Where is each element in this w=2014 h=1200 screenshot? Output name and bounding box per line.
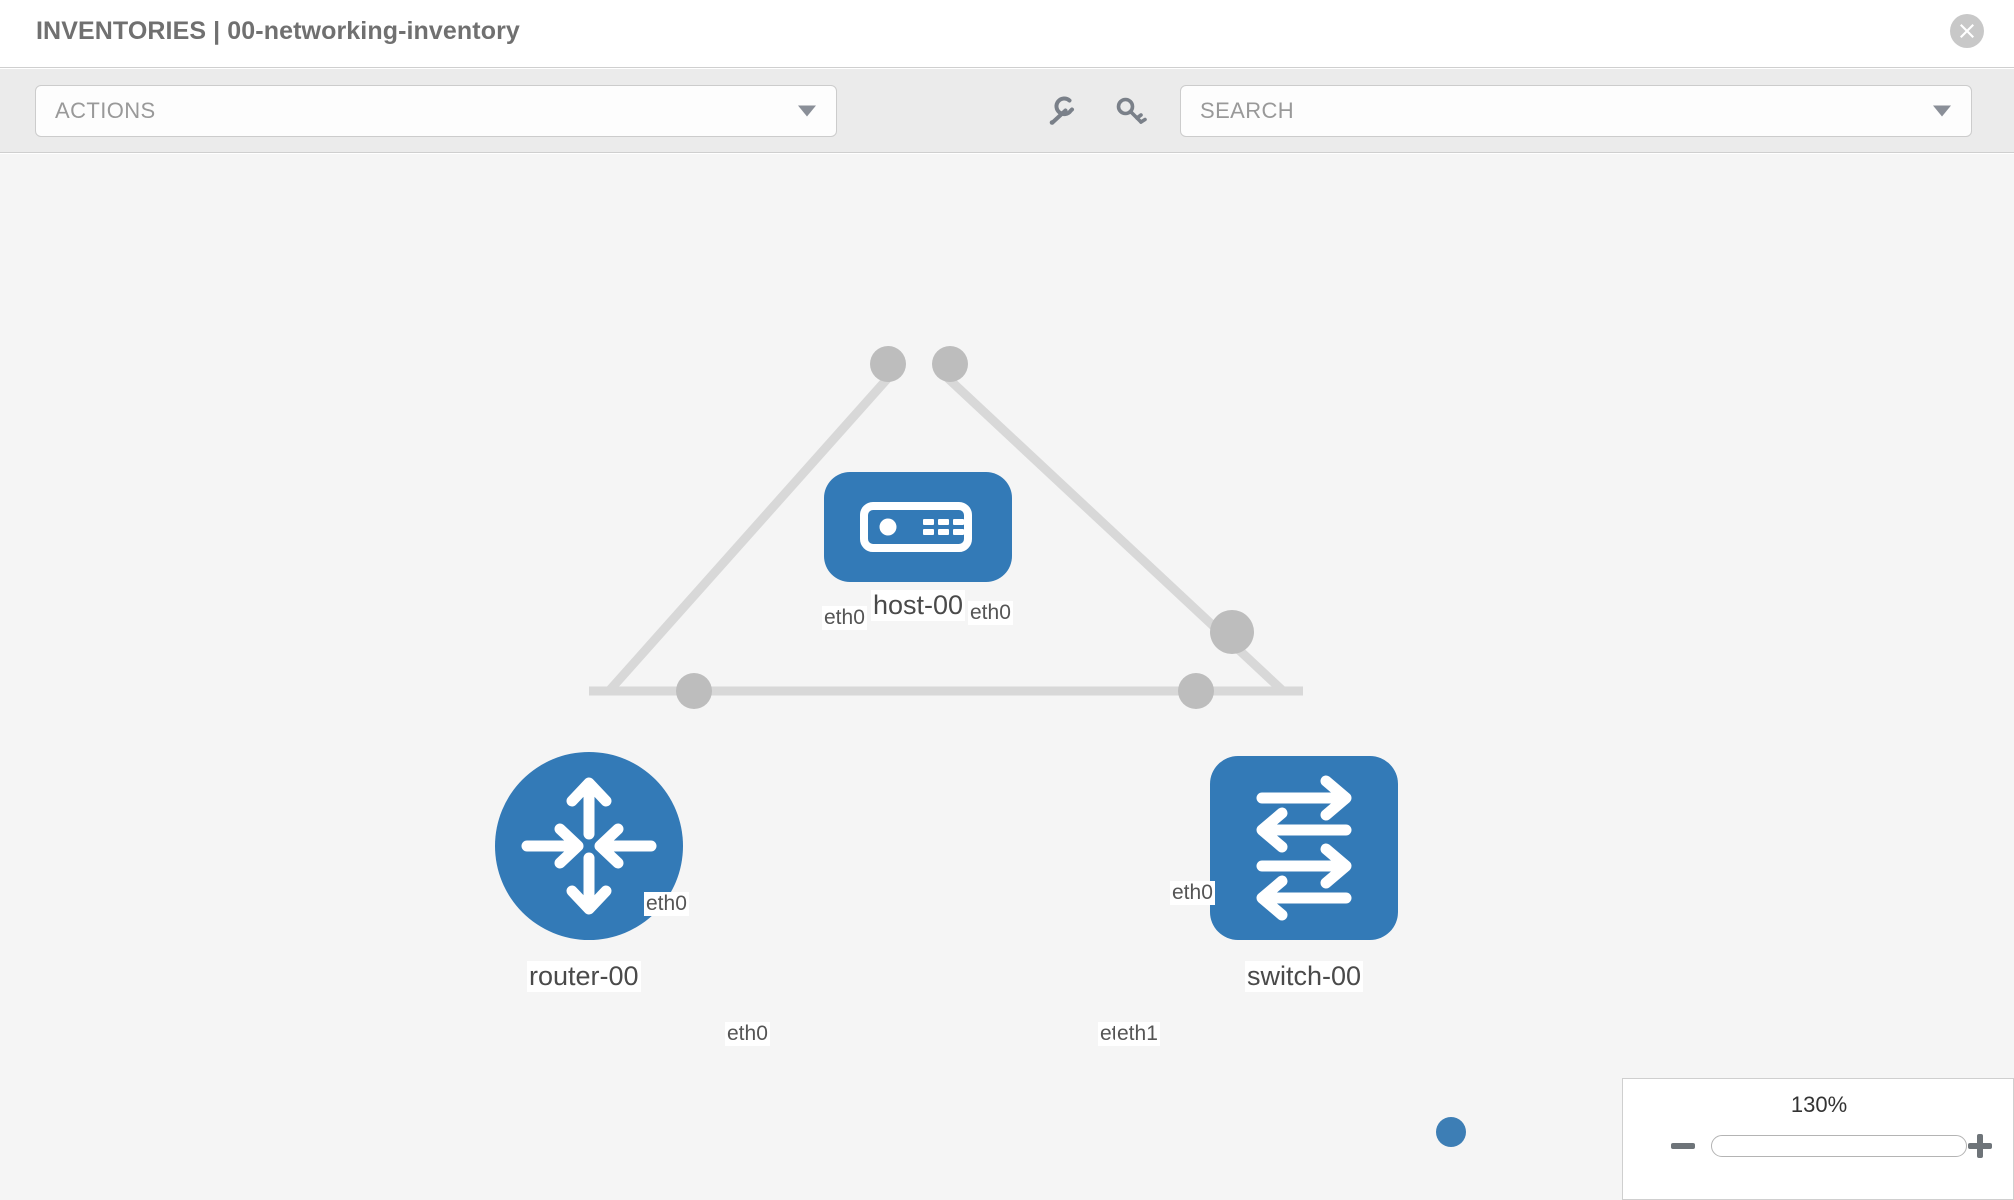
plus-icon[interactable]: [1965, 1131, 1995, 1161]
node-host-00: [824, 472, 1012, 582]
topology-ports: [676, 346, 1254, 709]
toolbar: ACTIONS SEARCH: [0, 69, 2014, 153]
iface-label-host-right: eth0: [968, 601, 1013, 626]
close-icon[interactable]: [1950, 14, 1984, 48]
search-placeholder: SEARCH: [1200, 98, 1295, 123]
port-host-right: [932, 346, 968, 382]
wrench-icon[interactable]: [1040, 91, 1080, 131]
port-switch-left: [1178, 673, 1214, 709]
node-label-host: host-00: [871, 590, 966, 622]
node-label-switch: switch-00: [1245, 961, 1364, 993]
port-host-left: [870, 346, 906, 382]
port-switch-top: [1210, 610, 1254, 654]
chevron-down-icon: [798, 105, 816, 117]
search-input[interactable]: SEARCH: [1180, 85, 1972, 137]
iface-label-switch-up: eth0: [1170, 881, 1215, 906]
iface-label-host-left: eth0: [822, 606, 867, 631]
link-host-router: [605, 366, 900, 694]
minus-icon[interactable]: [1668, 1131, 1698, 1161]
zoom-slider-thumb[interactable]: [1436, 1117, 1466, 1147]
node-router-00: [495, 752, 683, 940]
key-icon[interactable]: [1110, 91, 1150, 131]
page-title: INVENTORIES | 00-networking-inventory: [36, 17, 520, 45]
node-label-router: router-00: [527, 961, 641, 993]
actions-dropdown[interactable]: ACTIONS: [35, 85, 837, 137]
topology-graph: [495, 346, 1398, 940]
iface-label-router-up: eth0: [644, 892, 689, 917]
iface-label-router-right: eth0: [725, 1022, 770, 1047]
node-switch-00: [1210, 756, 1398, 940]
zoom-panel: 130%: [1622, 1078, 2014, 1200]
port-router-right: [676, 673, 712, 709]
zoom-slider-track[interactable]: [1711, 1135, 1967, 1157]
chevron-down-icon: [1933, 105, 1951, 117]
iface-label-switch-left-front: eth1: [1115, 1022, 1160, 1047]
page-header: INVENTORIES | 00-networking-inventory: [0, 0, 2014, 68]
zoom-level-label: 130%: [1790, 1092, 1848, 1117]
topology-canvas[interactable]: host-00 router-00 switch-00 eth0 eth0 et…: [0, 154, 2014, 1200]
actions-dropdown-label: ACTIONS: [55, 98, 156, 123]
